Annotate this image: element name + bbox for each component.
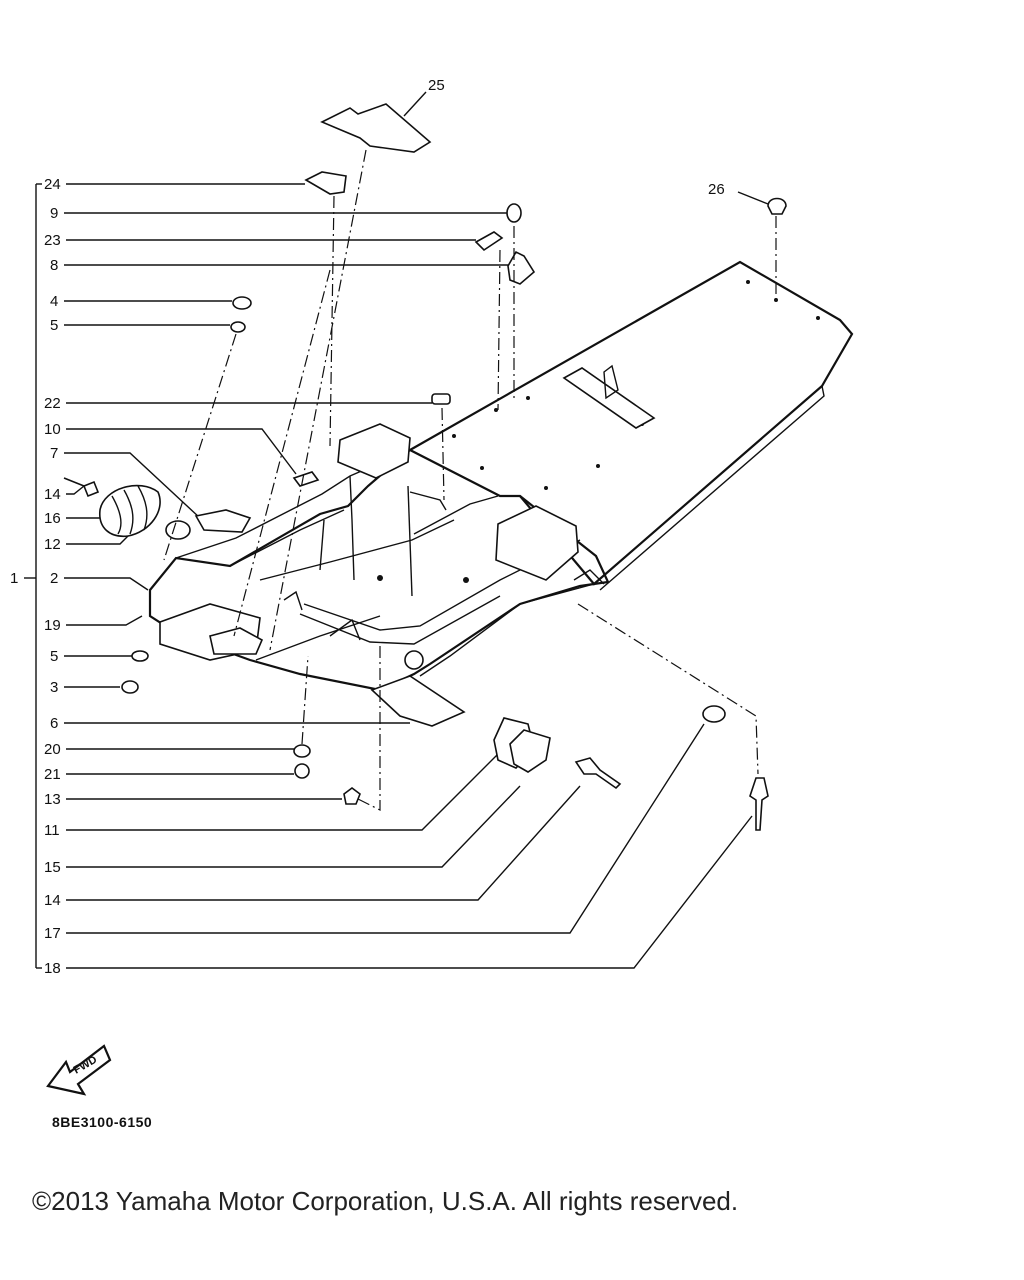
fwd-label: FWD xyxy=(72,1054,100,1077)
callout-label: 9 xyxy=(50,205,58,222)
bolt-part xyxy=(574,757,622,790)
callout-label: 5 xyxy=(50,317,58,334)
leader-lines xyxy=(64,91,769,969)
rivet-part xyxy=(749,777,769,831)
callout-label: 5 xyxy=(50,648,58,665)
plug-part xyxy=(702,705,726,723)
callout-label: 12 xyxy=(44,536,61,553)
callout-label: 18 xyxy=(44,960,61,977)
callout-label: 19 xyxy=(44,617,61,634)
callout-label: 7 xyxy=(50,445,58,462)
callout-label: 6 xyxy=(50,715,58,732)
washer-part xyxy=(121,680,139,694)
clip-part xyxy=(343,787,361,805)
washer-part xyxy=(293,744,311,758)
callout-bracket xyxy=(24,183,42,969)
nut-part xyxy=(294,763,310,779)
grommet-part xyxy=(232,296,252,310)
block-part xyxy=(431,393,451,405)
cap-part xyxy=(506,203,522,223)
mount-plate-part xyxy=(509,729,551,773)
strip-part xyxy=(474,231,504,252)
small-pad-part xyxy=(304,171,347,195)
copyright-text: ©2013 Yamaha Motor Corporation, U.S.A. A… xyxy=(32,1186,739,1216)
assembly-lines xyxy=(163,149,777,811)
callout-label: 14 xyxy=(44,486,61,503)
hose-part xyxy=(99,484,161,537)
figure-code: 8BE3100-6150 xyxy=(52,1114,153,1130)
callout-label: 24 xyxy=(44,176,61,193)
cap-part xyxy=(767,197,787,215)
screw-part xyxy=(63,477,100,498)
callout-label: 20 xyxy=(44,741,61,758)
callout-label: 14 xyxy=(44,892,61,909)
callout-label: 21 xyxy=(44,766,61,783)
callout-label: 10 xyxy=(44,421,61,438)
fwd-arrow-icon: FWD xyxy=(46,1044,112,1096)
pad-part xyxy=(320,103,432,153)
left-callouts: 24 9 23 8 4 5 22 10 7 14 16 12 2 19 5 3 … xyxy=(44,176,61,977)
callout-label: 22 xyxy=(44,395,61,412)
pad-part xyxy=(292,471,320,487)
callout-label: 15 xyxy=(44,859,61,876)
grommet-part xyxy=(131,650,149,662)
callout-label: 17 xyxy=(44,925,61,942)
callout-label: 11 xyxy=(44,822,60,839)
callout-label: 2 xyxy=(50,570,58,587)
ring-part xyxy=(165,520,191,540)
callout-label: 3 xyxy=(50,679,58,696)
top-callout-label: 25 xyxy=(428,77,445,94)
bracket-part xyxy=(194,509,252,533)
callout-label: 4 xyxy=(50,293,58,310)
callout-label: 13 xyxy=(44,791,61,808)
bracket-part xyxy=(507,250,536,285)
callout-label: 23 xyxy=(44,232,61,249)
callout-label: 16 xyxy=(44,510,61,527)
grommet-part xyxy=(230,321,246,333)
callout-label: 8 xyxy=(50,257,58,274)
hull-body xyxy=(148,260,854,727)
right-callout-label: 26 xyxy=(708,181,725,198)
group-label: 1 xyxy=(10,570,18,587)
